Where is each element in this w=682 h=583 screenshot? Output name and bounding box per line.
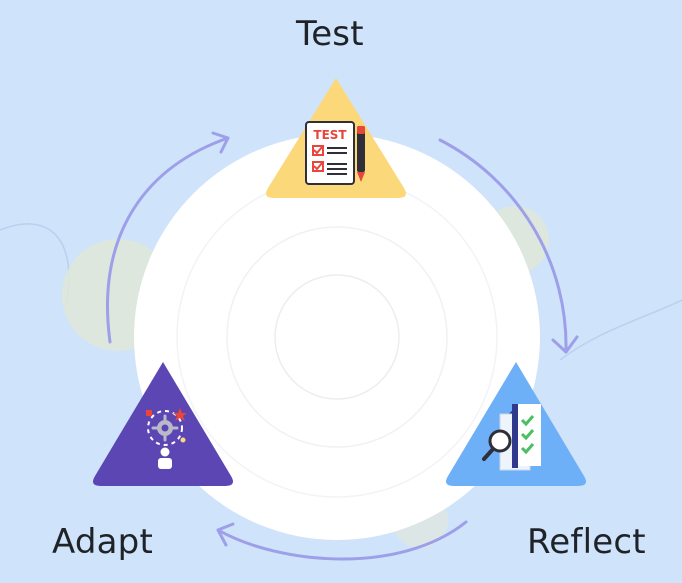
person-gear-icon bbox=[146, 408, 187, 469]
test-paper-icon: TEST bbox=[305, 121, 365, 185]
center-circle bbox=[134, 134, 540, 540]
arrow-test-to-reflect-head bbox=[551, 335, 579, 354]
stage-reflect bbox=[446, 362, 586, 486]
arrow-reflect-to-adapt-head bbox=[216, 522, 235, 547]
stage-label-adapt: Adapt bbox=[52, 522, 153, 562]
arrow-reflect-to-adapt bbox=[216, 520, 468, 561]
document-magnifier-icon bbox=[482, 404, 541, 471]
cycle-arrows bbox=[106, 131, 579, 561]
arrow-test-to-reflect bbox=[438, 138, 568, 354]
stage-adapt bbox=[93, 362, 233, 486]
test-sheet-text: TEST bbox=[313, 128, 347, 142]
stage-label-test: Test bbox=[296, 14, 364, 54]
arrow-adapt-to-test-head bbox=[211, 131, 230, 154]
stage-label-reflect: Reflect bbox=[527, 522, 646, 562]
stage-test: TEST bbox=[266, 78, 406, 198]
arrow-adapt-to-test bbox=[106, 136, 230, 344]
